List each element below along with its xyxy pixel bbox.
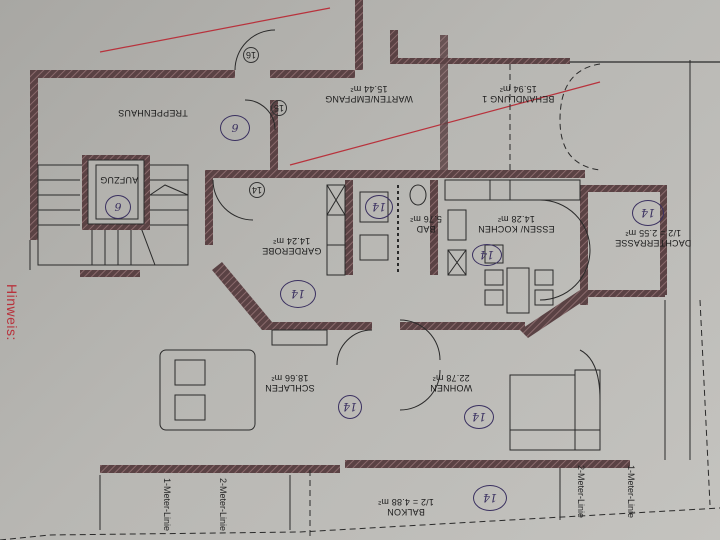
red-annotation-line <box>99 7 331 53</box>
room-area: 1/2 = 2.55 m² <box>625 228 682 238</box>
meter-lines <box>0 299 720 540</box>
handwritten-mark: 14 <box>464 405 494 429</box>
handwritten-mark: 6 <box>220 115 250 141</box>
room-area: 15.44 m² <box>350 84 388 94</box>
handwritten-mark: 14 <box>632 200 664 226</box>
two-meter-line-label-left: 2-Meter-Linie <box>218 478 228 532</box>
room-label-bad: BAD 5.76 m² <box>410 214 442 234</box>
note-label: Hinweis: <box>4 284 20 341</box>
room-label-warten-empfang: WARTEN/EMPFANG 15.44 m² <box>325 84 413 104</box>
handwritten-mark: 14 <box>280 280 316 308</box>
room-name: BAD <box>416 224 436 234</box>
room-area: 22.78 m² <box>432 373 470 383</box>
kitchen <box>444 179 581 314</box>
two-meter-line-label-right: 2-Meter-Linie <box>576 465 586 519</box>
room-label-dachterrasse: DACHTERRASSE 1/2 = 2.55 m² <box>615 228 691 248</box>
room-label-balkon: BALKON 1/2 = 4.88 m² <box>378 497 434 517</box>
room-name: GARDEROBE <box>262 246 322 256</box>
room-name: AUFZUG <box>100 175 139 185</box>
wardrobe <box>271 184 346 346</box>
bathroom-fixtures <box>359 184 427 275</box>
handwritten-mark: 14 <box>338 395 362 419</box>
room-label-garderobe: GARDEROBE 14.24 m² <box>262 236 321 256</box>
room-name: TREPPENHAUS <box>118 108 188 118</box>
unit-marker-14: 14 <box>249 182 265 198</box>
room-label-aufzug: AUFZUG <box>100 175 138 185</box>
handwritten-mark: 14 <box>472 244 502 266</box>
room-label-schlafen: SCHLAFEN 18.66 m² <box>265 373 315 393</box>
handwritten-mark: 6 <box>105 195 131 219</box>
room-label-essen-kochen: ESSEN/ KOCHEN 14.28 m² <box>478 214 555 234</box>
room-area: 14.28 m² <box>497 214 535 224</box>
room-name: ESSEN/ KOCHEN <box>478 224 555 234</box>
room-name: DACHTERRASSE <box>615 238 692 248</box>
room-area: 15.94 m² <box>499 84 537 94</box>
room-area: 14.24 m² <box>273 236 311 246</box>
room-label-treppenhaus: TREPPENHAUS <box>118 108 188 118</box>
room-label-behandlung-1: BEHANDLUNG 1 15.94 m² <box>482 84 554 104</box>
room-area: 18.66 m² <box>271 373 309 383</box>
room-name: BALKON <box>387 507 425 517</box>
one-meter-line-label-left: 1-Meter-Linie <box>162 478 172 532</box>
room-name: WARTEN/EMPFANG <box>325 94 413 104</box>
handwritten-mark: 14 <box>365 195 393 219</box>
one-meter-line-label-right: 1-Meter-Linie <box>626 465 636 519</box>
furniture <box>159 349 601 451</box>
room-area: 5.76 m² <box>410 214 442 224</box>
room-label-wohnen: WOHNEN 22.78 m² <box>430 373 472 393</box>
room-name: BEHANDLUNG 1 <box>482 94 555 104</box>
stairs <box>37 164 189 266</box>
handwritten-mark: 14 <box>473 485 507 511</box>
unit-marker-16: 16 <box>243 47 259 63</box>
room-name: SCHLAFEN <box>265 383 315 393</box>
unit-marker-15: 15 <box>271 100 287 116</box>
room-name: WOHNEN <box>430 383 473 393</box>
room-area: 1/2 = 4.88 m² <box>378 497 434 507</box>
